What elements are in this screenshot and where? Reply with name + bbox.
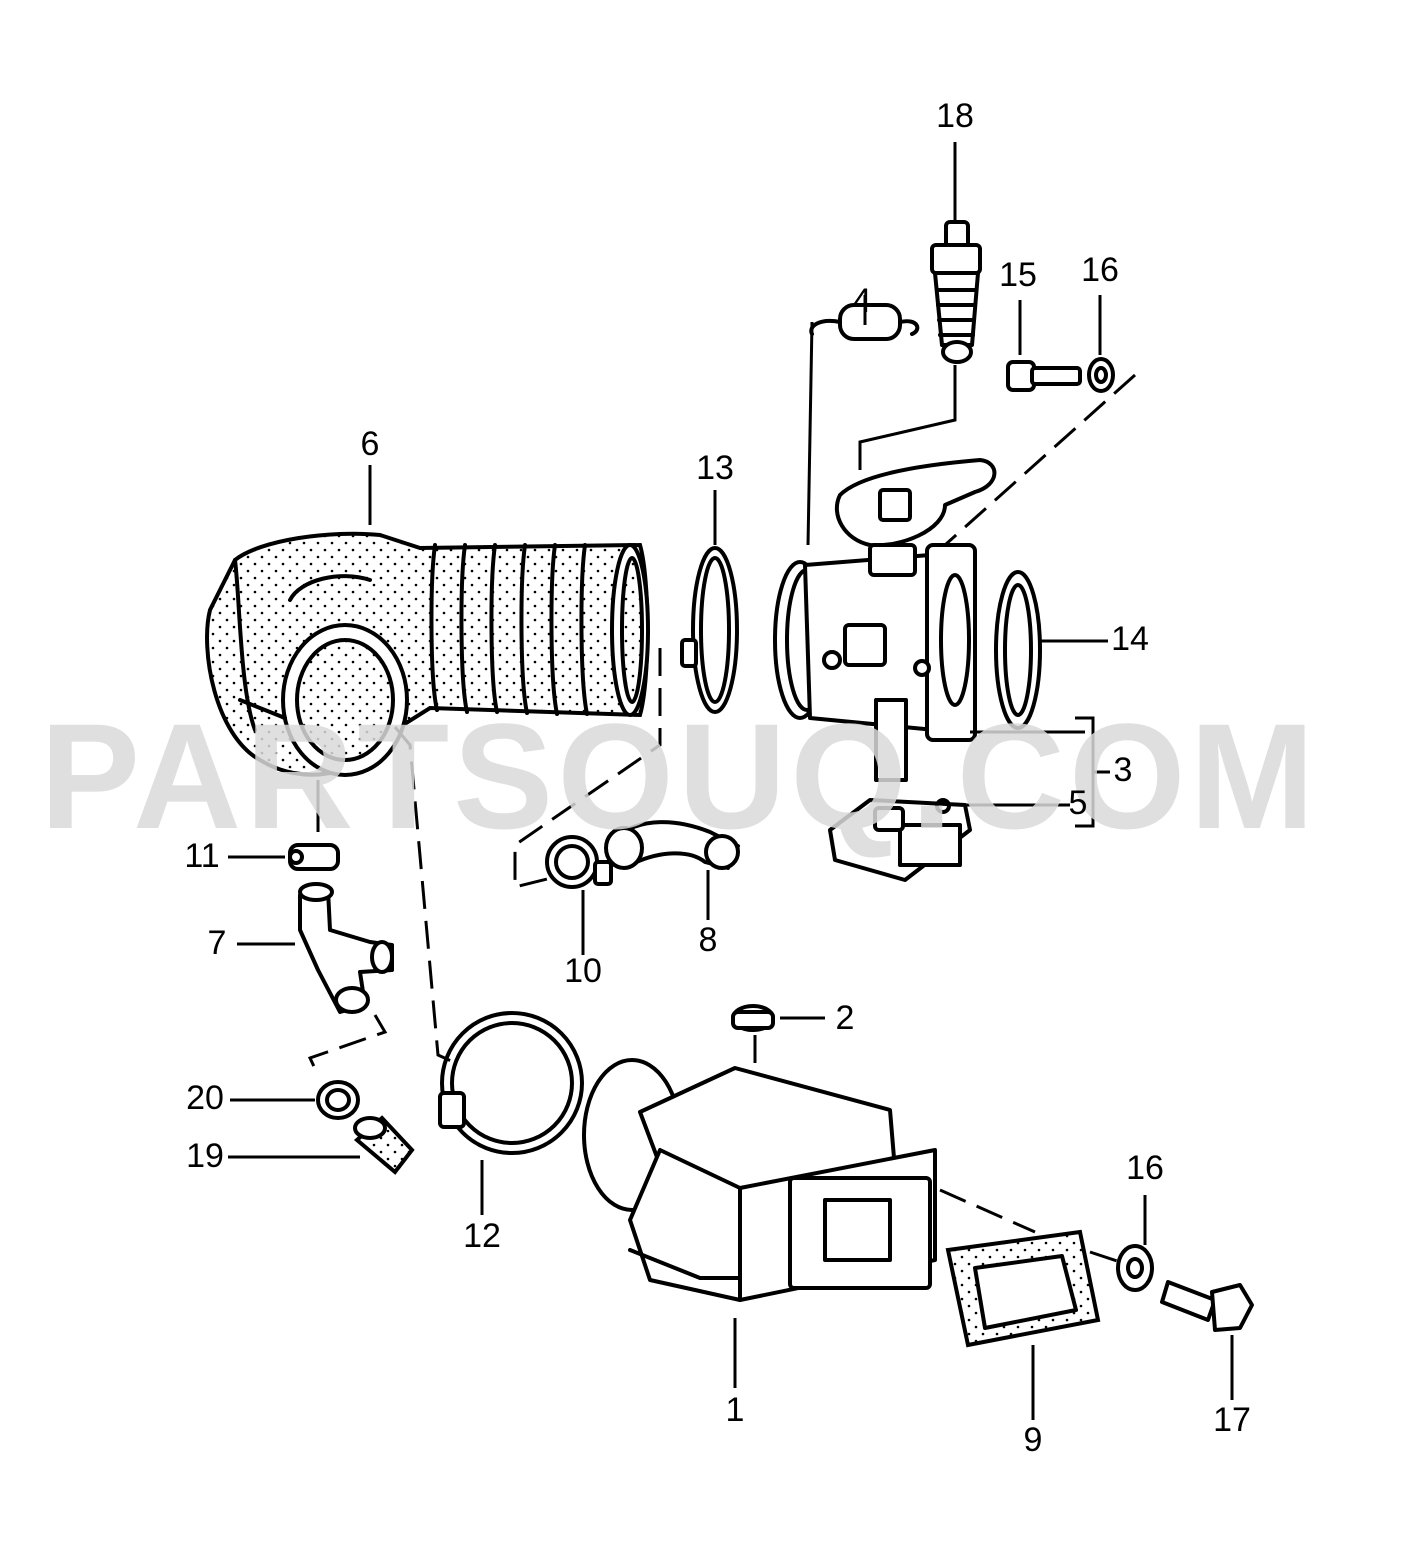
part-20-clamp[interactable] [316,1080,360,1120]
part-14-gasket[interactable] [994,570,1042,730]
part-6-intake-boot[interactable] [205,531,650,777]
callout-18: 18 [936,97,974,135]
part-1-air-flow-meter[interactable] [582,1058,937,1302]
part-2-cap[interactable] [731,1004,775,1032]
callout-7: 7 [208,924,227,962]
part-17-bolt[interactable] [1160,1280,1254,1332]
assembly-dash-lines [307,373,1137,1264]
callout-14: 14 [1111,620,1149,658]
callout-2: 2 [836,999,855,1037]
callout-13: 13 [696,449,734,487]
part-19-filter[interactable] [353,1115,415,1175]
callout-labels: 18 15 16 4 6 13 14 3 5 11 8 7 10 2 20 19… [184,97,1251,1459]
callout-1: 1 [726,1391,745,1429]
callout-16-top: 16 [1081,251,1119,289]
part-10-clamp[interactable] [545,835,613,889]
part-8-hose[interactable] [604,820,740,870]
part-13-clamp[interactable] [680,546,739,714]
part-16-washer-top[interactable] [1087,357,1115,393]
part-3-throttle-body[interactable] [773,458,997,782]
part-11-small-clamp[interactable] [288,843,340,871]
callout-17: 17 [1213,1401,1251,1439]
part-7-t-connector[interactable] [298,882,394,1014]
callout-15: 15 [999,256,1037,294]
callout-19: 19 [186,1137,224,1175]
callout-8: 8 [699,921,718,959]
callout-5: 5 [1069,784,1088,822]
callout-10: 10 [564,952,602,990]
part-4-spring[interactable] [809,303,920,341]
callout-4: 4 [853,282,872,320]
callout-3: 3 [1114,751,1133,789]
part-18-adjust-screw[interactable] [930,220,982,364]
callout-11: 11 [184,837,219,875]
callout-9: 9 [1024,1421,1043,1459]
watermark: PARTSOUQ.COM [40,692,1319,860]
callout-20: 20 [186,1079,224,1117]
part-12-large-clamp[interactable] [438,1011,584,1155]
callout-16-bottom: 16 [1126,1149,1164,1187]
part-5-throttle-switch[interactable] [828,798,972,882]
part-16-washer-bottom[interactable] [1116,1244,1154,1292]
callout-12: 12 [463,1217,501,1255]
part-15-screw[interactable] [1006,360,1082,392]
part-9-gasket[interactable] [945,1229,1101,1348]
callout-6: 6 [361,425,380,463]
leader-lines [228,142,1234,1420]
